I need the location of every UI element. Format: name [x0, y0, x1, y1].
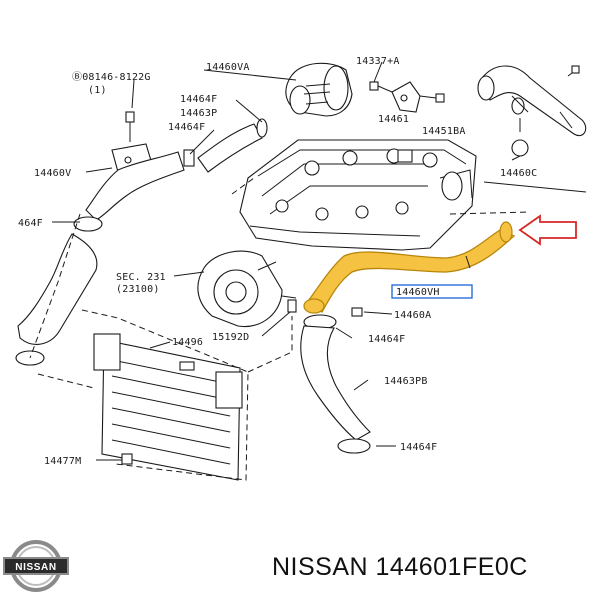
label-464F: 464F [18, 218, 43, 229]
label-144601H: 14460VH [396, 287, 440, 298]
label-sec-231: SEC. 231 [116, 272, 166, 283]
left-hose-chain [15, 111, 268, 366]
label-14464F-low: 14464F [368, 334, 405, 345]
label-15192D: 15192D [212, 332, 249, 343]
label-bolt-note: Ⓑ08146-8122G [72, 71, 151, 83]
part-caption: NISSAN 144601FE0C [272, 553, 528, 581]
lower-hose [300, 314, 371, 454]
label-14463P: 14463P [180, 108, 217, 119]
label-14460V: 14460V [34, 168, 71, 179]
label-sec-231-sub: (23100) [116, 284, 160, 295]
label-14496: 14496 [172, 337, 203, 348]
nissan-logo: NISSAN [3, 540, 69, 592]
label-14477M: 14477M [44, 456, 81, 467]
highlighted-intake-pipe [303, 221, 516, 314]
label-14464F-mid: 14464F [168, 122, 205, 133]
label-bolt-note-qty: (1) [88, 85, 107, 96]
turbocharger [197, 250, 297, 328]
throttle-chamber [285, 62, 353, 117]
label-14460VA: 14460VA [206, 62, 250, 73]
small-bracket [369, 81, 445, 113]
label-14464F-bottom: 14464F [400, 442, 437, 453]
label-14463PB: 14463PB [384, 376, 428, 387]
upper-right-hose [477, 65, 587, 193]
label-14464F-top: 14464F [180, 94, 217, 105]
label-14460A: 14460A [394, 310, 431, 321]
part-number-box [391, 284, 473, 299]
label-14337A: 14337+A [356, 56, 400, 67]
logo-wordmark: NISSAN [15, 562, 56, 573]
red-pointer-arrow [518, 214, 577, 246]
label-14460C: 14460C [500, 168, 537, 179]
engine-head [239, 139, 477, 251]
intercooler [93, 333, 243, 481]
label-14451BA: 14451BA [422, 126, 466, 137]
label-14461: 14461 [378, 114, 409, 125]
